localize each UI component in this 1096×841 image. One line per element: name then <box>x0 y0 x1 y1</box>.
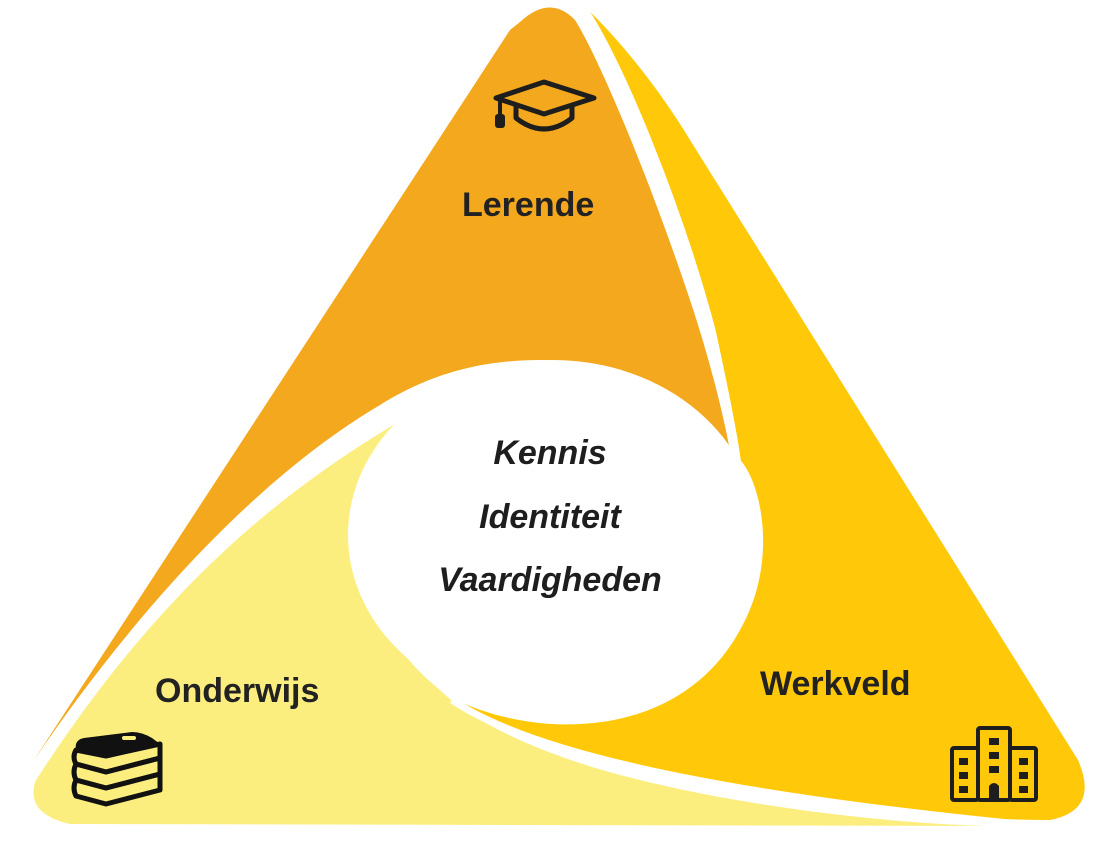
label-werkveld: Werkveld <box>760 665 911 703</box>
segment-werkveld <box>456 8 1085 820</box>
label-onderwijs: Onderwijs <box>155 672 320 710</box>
center-circle <box>348 360 758 710</box>
separator-bottom <box>450 697 1061 832</box>
graduation-cap-icon <box>488 78 600 143</box>
center-line-vaardigheden: Vaardigheden <box>438 561 662 599</box>
office-buildings-icon <box>948 724 1040 809</box>
center-line-identiteit: Identiteit <box>479 498 621 536</box>
center-line-kennis: Kennis <box>493 434 607 472</box>
label-lerende: Lerende <box>462 186 595 224</box>
separator-right <box>579 3 742 467</box>
segment-lerende <box>34 7 732 760</box>
books-stack-icon <box>70 730 166 815</box>
separator-left <box>29 406 414 782</box>
segment-onderwijs <box>33 412 1000 826</box>
